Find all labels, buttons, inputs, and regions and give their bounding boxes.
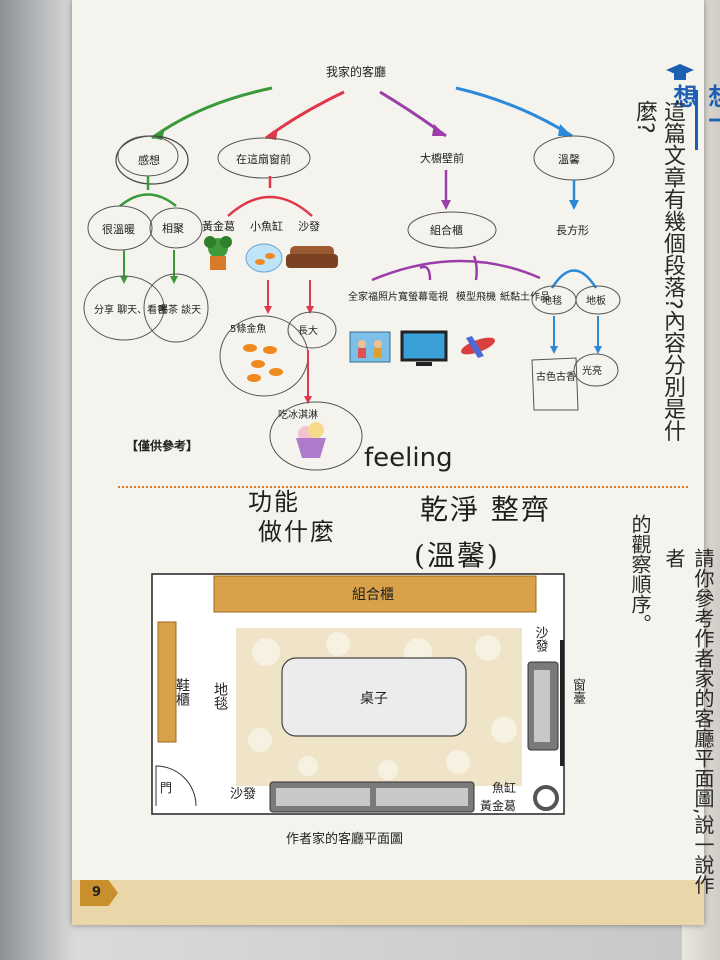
mind-map: 我家的客廳 感想 很溫暖 相聚 分享 聊天、看書 喝茶 談天 在這扇窗前 黃金葛… xyxy=(83,64,621,473)
child-fish-tank: 小魚缸 xyxy=(250,219,283,233)
floorplan-sofa-bottom-label: 沙發 xyxy=(230,787,256,802)
child-pothos: 黃金葛 xyxy=(202,219,235,233)
feeling-note: feeling xyxy=(364,443,453,473)
title-bar xyxy=(695,90,698,150)
handwritten-cozy: (溫馨) xyxy=(414,539,500,572)
handwritten-function: 功能 xyxy=(248,488,300,516)
question-2-col1: 請你參考作者家的客廳平面圖,說一說作者 xyxy=(662,548,715,895)
floorplan-door-label: 門 xyxy=(160,781,172,795)
plant-icon xyxy=(204,236,232,270)
floorplan-table-label: 桌子 xyxy=(360,691,388,707)
section-title-text: 想一想 xyxy=(669,84,720,132)
floorplan-carpet-label: 地毯 xyxy=(212,682,228,710)
leaf-goldfish: 5條金魚 xyxy=(230,322,266,335)
floorplan-caption: 作者家的客廳平面圖 xyxy=(286,832,404,847)
door-shape xyxy=(155,765,197,807)
branch-window: 在這扇窗前 xyxy=(236,152,291,166)
mindmap-root: 我家的客廳 xyxy=(326,64,386,79)
child-sofa: 沙發 xyxy=(298,219,320,233)
leaf-bright: 光亮 xyxy=(582,364,602,377)
child-warm: 很溫暖 xyxy=(102,222,135,236)
branch-cabinet-wall: 大櫥壁前 xyxy=(420,151,464,165)
leaf-antique: 古色古香 xyxy=(536,370,576,383)
question-2-col2: 的觀察順序。 xyxy=(628,514,652,634)
floorplan-fish-tank-label: 魚缸 xyxy=(492,780,516,795)
leaf-tea: 喝茶 談天 xyxy=(158,303,201,316)
floorplan-shoe-cabinet-label: 鞋櫃 xyxy=(174,678,190,706)
section-title: 想一想 xyxy=(664,64,720,154)
branch-cozy: 溫馨 xyxy=(558,152,580,166)
leaf-floor: 地板 xyxy=(586,294,606,307)
tv-icon xyxy=(400,330,448,366)
floor-plan: 組合櫃 桌子 鞋櫃 地毯 沙發 窗臺 門 沙發 魚缸 黃金葛 xyxy=(151,573,565,815)
leaf-icecream: 吃冰淇淋 xyxy=(278,408,318,421)
leaf-widescreen-tv: 寬螢幕電視 xyxy=(398,290,448,303)
leaf-family-photo: 全家福照片 xyxy=(348,290,398,303)
question-1: 這篇文章有幾個段落?內容分別是什麼? xyxy=(632,100,685,442)
handwritten-clean-tidy: 乾淨 整齊 xyxy=(420,493,551,526)
leaf-carpet: 地毯 xyxy=(542,294,562,307)
child-combo-cabinet: 組合櫃 xyxy=(430,223,463,237)
arrow-blue xyxy=(455,86,573,138)
leaf-share: 分享 聊天、看書 xyxy=(94,303,167,316)
family-photo-icon xyxy=(349,331,391,363)
fishbowl-icon xyxy=(245,243,283,273)
leaf-model-plane: 模型飛機 xyxy=(456,290,496,303)
floorplan-cabinet-label: 組合櫃 xyxy=(352,587,394,603)
leaf-grow: 長大 xyxy=(298,324,318,337)
handwritten-what-to-do: 做什麼 xyxy=(258,518,336,546)
windowsill-shape xyxy=(560,640,564,766)
airplane-icon xyxy=(460,336,496,358)
arrow-red xyxy=(265,90,345,140)
child-rectangle: 長方形 xyxy=(556,223,589,237)
sofa-icon xyxy=(286,246,338,268)
shoe-cabinet-shape xyxy=(157,621,177,743)
graduation-cap-icon xyxy=(666,64,694,80)
goldfish-icons xyxy=(243,344,283,382)
floorplan-sofa-right-label: 沙發 xyxy=(533,626,549,652)
floorplan-windowsill-text: 窗臺 xyxy=(570,678,585,704)
child-gather: 相聚 xyxy=(162,222,184,235)
branch-feelings: 感想 xyxy=(138,153,160,167)
floorplan-pothos-label: 黃金葛 xyxy=(480,798,516,813)
ice-cream-icon xyxy=(296,422,326,458)
arrow-green xyxy=(151,86,273,140)
fish-tank-shape xyxy=(533,785,559,811)
combo-cabinet-shape xyxy=(213,575,537,613)
table-shape xyxy=(281,657,467,737)
bottom-strip xyxy=(72,880,704,925)
leaf-clay-works: 紙黏土作品 xyxy=(500,290,550,303)
dotted-divider xyxy=(118,486,688,488)
reference-note: 【僅供參考】 xyxy=(126,438,198,453)
